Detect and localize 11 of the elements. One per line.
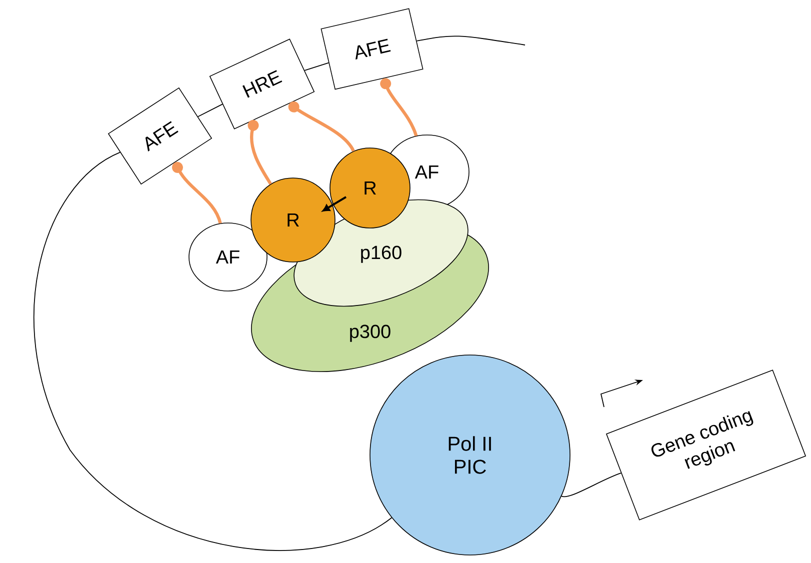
tether-line	[288, 101, 355, 152]
element-box: AFE	[320, 8, 424, 90]
tether-line	[380, 78, 418, 136]
element-box: HRE	[209, 38, 315, 130]
dna-strand	[416, 36, 526, 46]
dna-strand	[304, 62, 330, 71]
tether-line	[248, 120, 272, 185]
dna-strand	[198, 104, 223, 118]
dna-strand	[34, 152, 392, 551]
tether-line	[172, 162, 222, 224]
dna-strand	[561, 472, 622, 498]
